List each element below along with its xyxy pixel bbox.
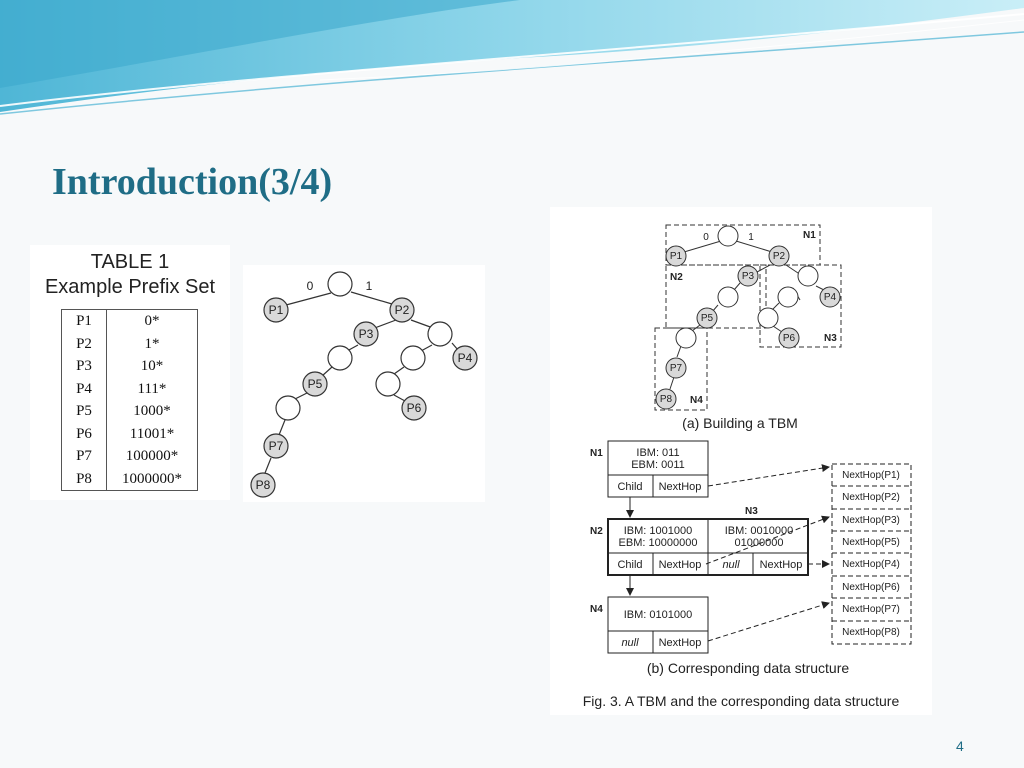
prefix-value-cell: 11001* bbox=[106, 422, 198, 445]
n2-ebm-text: EBM: 10000000 bbox=[619, 537, 698, 549]
prefix-value-cell: 1* bbox=[106, 332, 198, 355]
tbm-node-p8: P8 bbox=[660, 394, 673, 405]
prefix-name-cell: P1 bbox=[61, 309, 107, 333]
n4-nexthop-cell: NextHop bbox=[659, 637, 702, 649]
region-label-n3: N3 bbox=[824, 333, 837, 344]
n3-null-cell: null bbox=[722, 559, 740, 571]
trie-edge-label-1: 1 bbox=[366, 279, 373, 293]
prefix-value-cell: 111* bbox=[106, 377, 198, 400]
tbm-figure-diagram: 0 1 P1 P2 P3 P4 P5 P6 P7 P8 N1 N2 N3 N4 … bbox=[583, 224, 912, 709]
nexthop-entry-p4: NextHop(P4) bbox=[842, 559, 900, 570]
trie-edge-label-0: 0 bbox=[307, 279, 314, 293]
prefix-value-cell: 0* bbox=[106, 309, 198, 333]
prefix-name-cell: P5 bbox=[61, 400, 107, 423]
prefix-name-cell: P8 bbox=[61, 467, 107, 491]
prefix-name-cell: P3 bbox=[61, 355, 107, 378]
struct-label-n3: N3 bbox=[745, 506, 758, 517]
nexthop-entry-p2: NextHop(P2) bbox=[842, 492, 900, 503]
trie-node-p5: P5 bbox=[308, 377, 323, 391]
n3-ebm-text: 01000000 bbox=[735, 537, 784, 549]
region-label-n4: N4 bbox=[690, 395, 703, 406]
tbm-edge-label-0: 0 bbox=[703, 232, 709, 243]
n2-nexthop-cell: NextHop bbox=[659, 559, 702, 571]
struct-label-n1: N1 bbox=[590, 448, 603, 459]
trie-node-p2: P2 bbox=[395, 303, 410, 317]
nexthop-entry-p3: NextHop(P3) bbox=[842, 515, 900, 526]
struct-label-n2: N2 bbox=[590, 526, 603, 537]
trie-node-p3: P3 bbox=[359, 327, 374, 341]
n3-ibm-text: IBM: 0010000 bbox=[725, 525, 794, 537]
tbm-node-p3: P3 bbox=[742, 271, 755, 282]
nexthop-entry-p5: NextHop(P5) bbox=[842, 537, 900, 548]
region-label-n1: N1 bbox=[803, 230, 816, 241]
figure-caption: Fig. 3. A TBM and the corresponding data… bbox=[583, 693, 900, 709]
page-number: 4 bbox=[956, 738, 964, 754]
table-caption-number: TABLE 1 bbox=[90, 251, 170, 273]
trie-node-p7: P7 bbox=[269, 439, 284, 453]
n4-null-cell: null bbox=[621, 637, 639, 649]
table-caption-title: Example Prefix Set bbox=[44, 276, 216, 298]
nexthop-entry-p1: NextHop(P1) bbox=[842, 470, 900, 481]
trie-node-p8: P8 bbox=[256, 478, 271, 492]
binary-trie-panel: 0 1 P1 P2 P3 P4 P5 P6 P7 P8 bbox=[243, 265, 485, 502]
prefix-name-cell: P7 bbox=[61, 445, 107, 468]
n1-nexthop-cell: NextHop bbox=[659, 481, 702, 493]
nexthop-entry-p6: NextHop(P6) bbox=[842, 582, 900, 593]
tbm-edge-label-1: 1 bbox=[748, 232, 754, 243]
tbm-node-p5: P5 bbox=[701, 313, 714, 324]
tbm-node-p4: P4 bbox=[824, 292, 837, 303]
prefix-value-cell: 1000* bbox=[106, 400, 198, 423]
header-wave-decoration bbox=[0, 0, 1024, 115]
tbm-node-p1: P1 bbox=[670, 251, 683, 262]
trie-node-p6: P6 bbox=[407, 401, 422, 415]
n1-ibm-text: IBM: 011 bbox=[636, 447, 679, 459]
struct-label-n4: N4 bbox=[590, 604, 603, 615]
prefix-value-cell: 10* bbox=[106, 355, 198, 378]
binary-trie-diagram: 0 1 P1 P2 P3 P4 P5 P6 P7 P8 bbox=[250, 271, 478, 498]
n3-nexthop-cell: NextHop bbox=[760, 559, 803, 571]
prefix-value-cell: 100000* bbox=[106, 445, 198, 468]
tbm-node-p6: P6 bbox=[783, 333, 796, 344]
prefix-value-cell: 1000000* bbox=[106, 467, 198, 491]
prefix-name-cell: P6 bbox=[61, 422, 107, 445]
region-label-n2: N2 bbox=[670, 272, 683, 283]
tbm-node-p7: P7 bbox=[670, 363, 683, 374]
tbm-node-p2: P2 bbox=[773, 251, 786, 262]
tbm-figure-panel: 0 1 P1 P2 P3 P4 P5 P6 P7 P8 N1 N2 N3 N4 … bbox=[550, 207, 932, 715]
prefix-name-cell: P4 bbox=[61, 377, 107, 400]
n1-ebm-text: EBM: 0011 bbox=[631, 459, 685, 471]
caption-building-tbm: (a) Building a TBM bbox=[682, 415, 798, 431]
nexthop-entry-p7: NextHop(P7) bbox=[842, 604, 900, 615]
slide-title: Introduction(3/4) bbox=[52, 161, 333, 203]
n2-ibm-text: IBM: 1001000 bbox=[624, 525, 693, 537]
nexthop-entry-p8: NextHop(P8) bbox=[842, 627, 900, 638]
trie-node-p4: P4 bbox=[458, 351, 473, 365]
caption-data-structure: (b) Corresponding data structure bbox=[647, 660, 850, 676]
n2-child-cell: Child bbox=[617, 559, 642, 571]
trie-node-p1: P1 bbox=[269, 303, 284, 317]
n4-ibm-text: IBM: 0101000 bbox=[624, 609, 693, 621]
prefix-name-cell: P2 bbox=[61, 332, 107, 355]
n1-child-cell: Child bbox=[617, 481, 642, 493]
